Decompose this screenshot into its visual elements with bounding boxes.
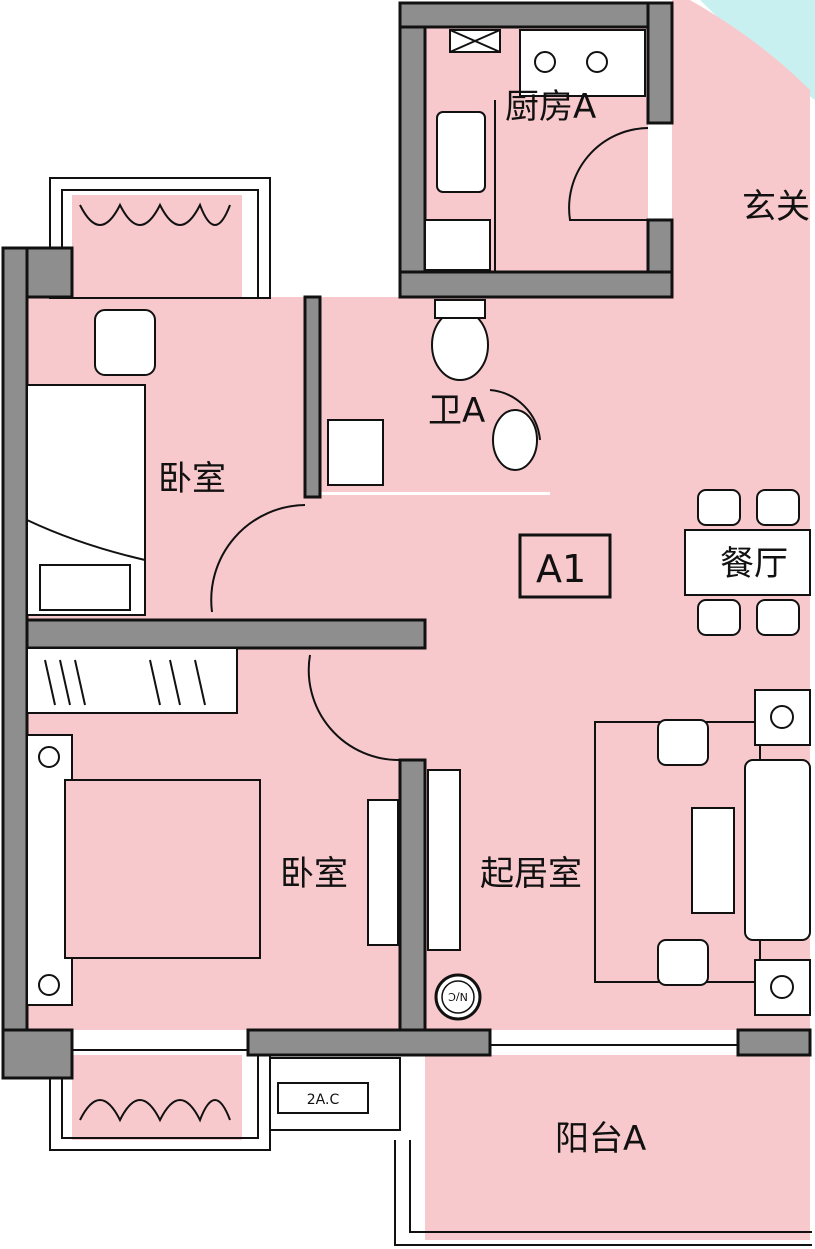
ac-unit (269, 1057, 401, 1131)
bathroom-fixtures (327, 299, 541, 486)
dining-set (684, 489, 811, 636)
balcony-label: 阳台A (555, 1119, 646, 1159)
upper-bedroom-furniture (26, 309, 306, 616)
ac-label: 2A.C (307, 1092, 340, 1108)
unit-code: A1 (536, 547, 586, 591)
living-label: 起居室 (480, 854, 582, 894)
balcony-frame (394, 1044, 812, 1246)
walls (1, 1, 812, 1080)
lower-bedroom-furniture (26, 647, 461, 1006)
dining-label: 餐厅 (720, 544, 788, 584)
bedroom-upper-label: 卧室 (158, 459, 226, 499)
exterior-sky (680, 0, 815, 100)
unit-code-box (518, 533, 612, 599)
bedroom-lower-label: 卧室 (280, 854, 348, 894)
living-set (594, 689, 811, 1016)
kitchen-label: 厨房A (505, 87, 596, 127)
water-heater-label: N/C (448, 990, 468, 1003)
kitchen-fixtures (424, 29, 649, 272)
bathroom-label: 卫A (428, 391, 485, 431)
entrance-label: 玄关 (742, 187, 810, 227)
water-heater-icon (434, 973, 482, 1021)
window-bay-upper (49, 177, 271, 299)
